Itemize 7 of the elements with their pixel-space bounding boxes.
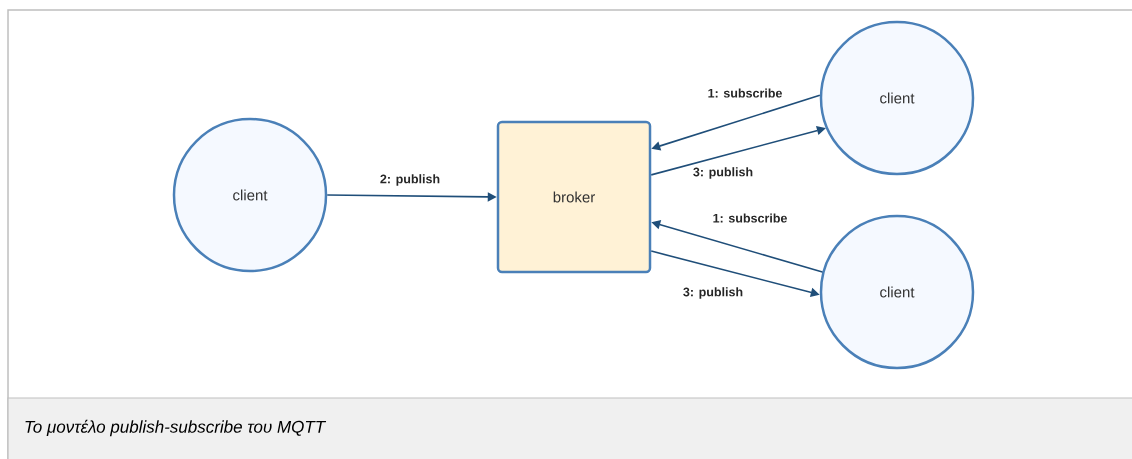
broker-box: broker <box>496 120 652 274</box>
edge-label: 2: publish <box>378 173 442 187</box>
edge-label: 3: publish <box>691 166 755 180</box>
edge-label: 1: subscribe <box>706 87 784 99</box>
edge-label: 3: publish <box>681 286 745 300</box>
edge-label: 1: subscribe <box>711 212 789 224</box>
caption-bar: Το μοντέλο publish-subscribe του MQTT <box>7 397 1132 459</box>
